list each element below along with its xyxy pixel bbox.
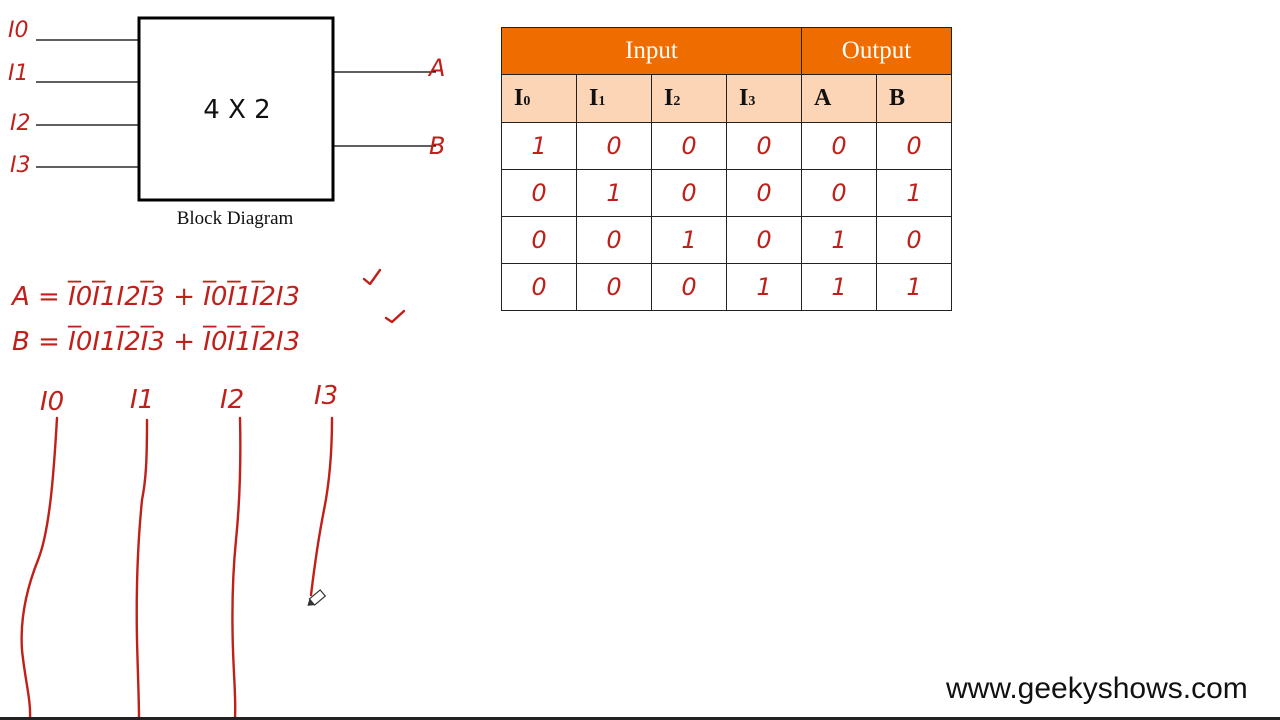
table-cell: 0 xyxy=(801,169,877,217)
line-label-i3: I3 xyxy=(314,381,338,411)
table-cell: 0 xyxy=(726,216,802,264)
table-cell: 1 xyxy=(801,263,877,311)
table-cell: 1 xyxy=(501,122,577,170)
table-cell: 1 xyxy=(801,216,877,264)
line-i0 xyxy=(20,416,59,720)
line-i2 xyxy=(231,416,242,720)
label-b: B xyxy=(429,132,445,160)
input-group-header: Input xyxy=(501,27,802,75)
table-cell: 0 xyxy=(726,169,802,217)
table-cell: 0 xyxy=(726,122,802,170)
truth-table-group-header: Input Output xyxy=(501,27,952,75)
table-cell: 0 xyxy=(576,122,652,170)
table-cell: 1 xyxy=(576,169,652,217)
table-cell: 0 xyxy=(651,263,727,311)
table-cell: 1 xyxy=(876,263,952,311)
label-i0: I0 xyxy=(8,18,29,43)
site-watermark: www.geekyshows.com xyxy=(946,672,1248,705)
table-cell: 0 xyxy=(801,122,877,170)
table-cell: 0 xyxy=(501,169,577,217)
column-header-i3: I3 xyxy=(726,74,802,123)
encoder-block xyxy=(137,16,335,202)
table-row: 0 0 0 1 1 1 xyxy=(501,263,952,311)
check-mark-b xyxy=(384,309,406,324)
line-label-i2: I2 xyxy=(220,385,244,415)
block-input-labels: I0 I1 I2 I3 xyxy=(8,18,31,178)
line-label-i0: I0 xyxy=(40,387,64,417)
table-cell: 0 xyxy=(576,263,652,311)
table-cell: 1 xyxy=(726,263,802,311)
line-labels: I0 I1 I2 I3 xyxy=(40,381,338,417)
table-row: 0 0 1 0 1 0 xyxy=(501,216,952,264)
line-i3 xyxy=(309,416,334,597)
table-cell: 0 xyxy=(501,216,577,264)
table-cell: 0 xyxy=(876,122,952,170)
bottom-divider xyxy=(0,717,1280,720)
equation-a: A = I̅0I̅1I2I̅3 + I̅0I̅1I̅2I3 xyxy=(10,280,300,312)
table-cell: 0 xyxy=(651,169,727,217)
label-i1: I1 xyxy=(8,61,29,86)
label-i2: I2 xyxy=(10,111,31,136)
column-header-i2: I2 xyxy=(651,74,727,123)
table-cell: 1 xyxy=(876,169,952,217)
equation-b: B = I̅0I1I̅2I̅3 + I̅0I̅1I̅2I3 xyxy=(12,325,300,357)
table-cell: 0 xyxy=(576,216,652,264)
label-a: A xyxy=(427,54,445,82)
table-cell: 0 xyxy=(876,216,952,264)
table-row: 0 1 0 0 0 1 xyxy=(501,169,952,217)
table-row: 1 0 0 0 0 0 xyxy=(501,122,952,170)
column-header-i1: I1 xyxy=(576,74,652,123)
input-wires xyxy=(36,39,139,168)
pen-cursor-icon xyxy=(307,589,327,606)
column-header-b: B xyxy=(876,74,952,123)
line-i1 xyxy=(135,418,149,720)
table-cell: 0 xyxy=(501,263,577,311)
truth-table-column-headers: I0 I1 I2 I3 A B xyxy=(501,74,952,123)
line-label-i1: I1 xyxy=(130,385,154,415)
truth-table: Input Output I0 I1 I2 I3 A B 1 0 0 0 0 0… xyxy=(501,27,952,311)
block-output-labels: A B xyxy=(427,54,445,160)
output-group-header: Output xyxy=(801,27,952,75)
label-i3: I3 xyxy=(10,153,31,178)
column-header-i0: I0 xyxy=(501,74,577,123)
block-diagram-caption: Block Diagram xyxy=(176,208,294,229)
check-mark-a xyxy=(362,268,382,286)
column-header-a: A xyxy=(801,74,877,123)
block-label: 4 X 2 xyxy=(203,95,271,125)
output-wires xyxy=(333,71,436,147)
table-cell: 0 xyxy=(651,122,727,170)
table-cell: 1 xyxy=(651,216,727,264)
